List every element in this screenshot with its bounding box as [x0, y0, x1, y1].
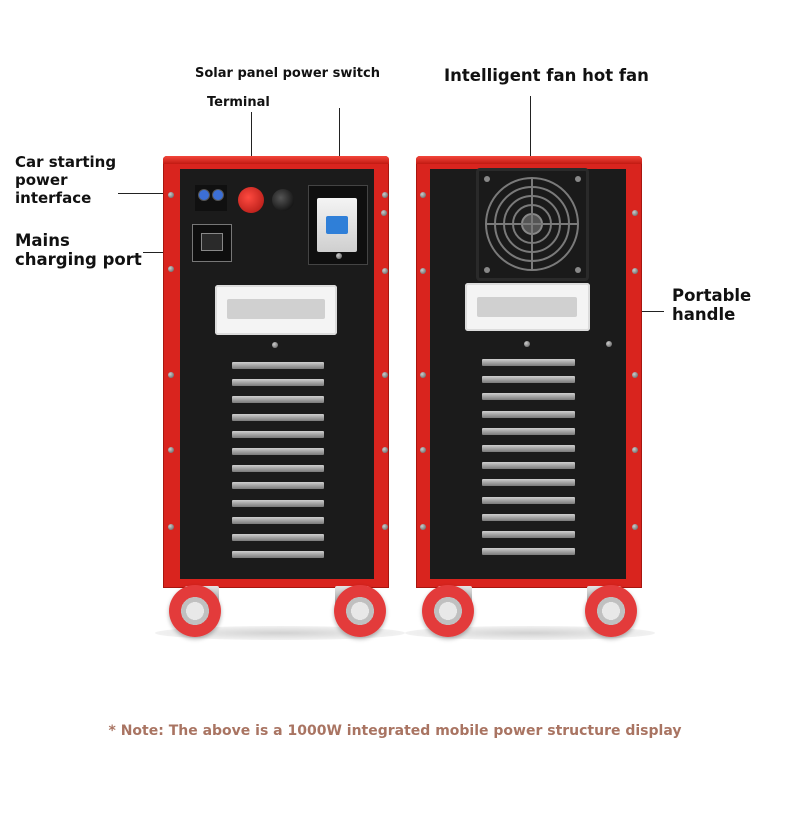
vent-slot — [482, 462, 575, 470]
screw-icon — [272, 342, 278, 348]
vent-slot — [482, 427, 575, 435]
screw-icon — [382, 524, 388, 530]
label-handle-line1: Portable — [672, 286, 752, 305]
handle-grip-front — [227, 299, 325, 319]
vent-slot — [232, 448, 324, 455]
screw-icon — [381, 210, 387, 216]
mains-charging-port — [192, 224, 232, 262]
leader-car-start — [118, 193, 202, 194]
vent-slot — [482, 376, 575, 384]
label-handle: Portable handle — [672, 286, 751, 324]
label-handle-line2: handle — [672, 305, 736, 324]
label-car-start-line3: interface — [15, 189, 92, 207]
screw-icon — [382, 447, 388, 453]
screw-icon — [524, 341, 530, 347]
car-start-interface — [195, 185, 227, 211]
unit-top-edge-back — [416, 156, 642, 164]
screw-icon — [632, 447, 638, 453]
vent-slot — [232, 396, 324, 404]
structure-note: * Note: The above is a 1000W integrated … — [108, 723, 682, 739]
solar-switch-housing — [308, 185, 368, 265]
vent-slot — [482, 445, 575, 452]
label-car-start-line2: power — [15, 171, 68, 189]
screw-icon — [382, 372, 388, 378]
vent-slot — [482, 531, 575, 538]
mains-port-pins — [201, 233, 223, 251]
screw-icon — [168, 372, 174, 378]
leader-terminal — [251, 112, 252, 188]
vent-slot — [232, 499, 324, 507]
vent-slot — [232, 516, 324, 524]
car-start-socket-2 — [212, 189, 224, 201]
vent-slot — [232, 362, 324, 369]
screw-icon — [168, 524, 174, 530]
terminal-post-black-icon — [272, 189, 294, 211]
vent-slot — [482, 359, 575, 366]
vent-slot — [482, 496, 575, 504]
fan-grille-icon — [476, 168, 589, 281]
screw-icon — [168, 266, 174, 272]
wheel-back-left — [422, 585, 474, 637]
portable-handle-front — [215, 285, 337, 335]
vent-slot — [482, 548, 575, 556]
fan-grille-svg — [484, 176, 581, 273]
screw-icon — [420, 372, 426, 378]
screw-icon — [168, 447, 174, 453]
label-terminal: Terminal — [207, 95, 270, 110]
wheel-front-right — [334, 585, 386, 637]
label-mains: Mains charging port — [15, 231, 142, 269]
vent-slot — [482, 513, 575, 521]
screw-icon — [632, 372, 638, 378]
screw-icon — [420, 447, 426, 453]
label-mains-line1: Mains — [15, 231, 70, 250]
leader-fan — [530, 96, 531, 198]
vent-slot — [232, 551, 324, 559]
breaker-toggle — [326, 216, 348, 234]
vent-slot — [482, 479, 575, 487]
label-mains-line2: charging port — [15, 250, 142, 269]
screw-icon — [632, 524, 638, 530]
screw-icon — [420, 268, 426, 274]
vent-slot — [232, 482, 324, 490]
handle-grip-back — [477, 297, 577, 317]
vent-slot — [482, 410, 575, 418]
vent-slot — [232, 534, 324, 541]
portable-handle-back — [465, 283, 590, 331]
screw-icon — [382, 192, 388, 198]
terminal-post-icon — [238, 187, 264, 213]
vent-slot — [232, 413, 324, 421]
vent-slot — [232, 379, 324, 387]
screw-icon — [632, 210, 638, 216]
vent-slot — [232, 465, 324, 473]
screw-icon — [420, 192, 426, 198]
wheel-back-right — [585, 585, 637, 637]
vent-slot — [482, 393, 575, 401]
label-car-start: Car starting power interface — [15, 152, 116, 208]
screw-icon — [168, 192, 174, 198]
car-start-socket-1 — [198, 189, 210, 201]
label-solar-switch: Solar panel power switch — [195, 66, 380, 81]
circuit-breaker-icon — [317, 198, 357, 252]
wheel-front-left — [169, 585, 221, 637]
screw-icon — [420, 524, 426, 530]
screw-icon — [336, 253, 342, 259]
label-car-start-line1: Car starting — [15, 153, 117, 171]
screw-icon — [632, 268, 638, 274]
screw-icon — [382, 268, 388, 274]
screw-icon — [606, 341, 612, 347]
vent-slot — [232, 430, 324, 438]
label-fan: Intelligent fan hot fan — [444, 66, 649, 85]
unit-top-edge — [163, 156, 389, 164]
